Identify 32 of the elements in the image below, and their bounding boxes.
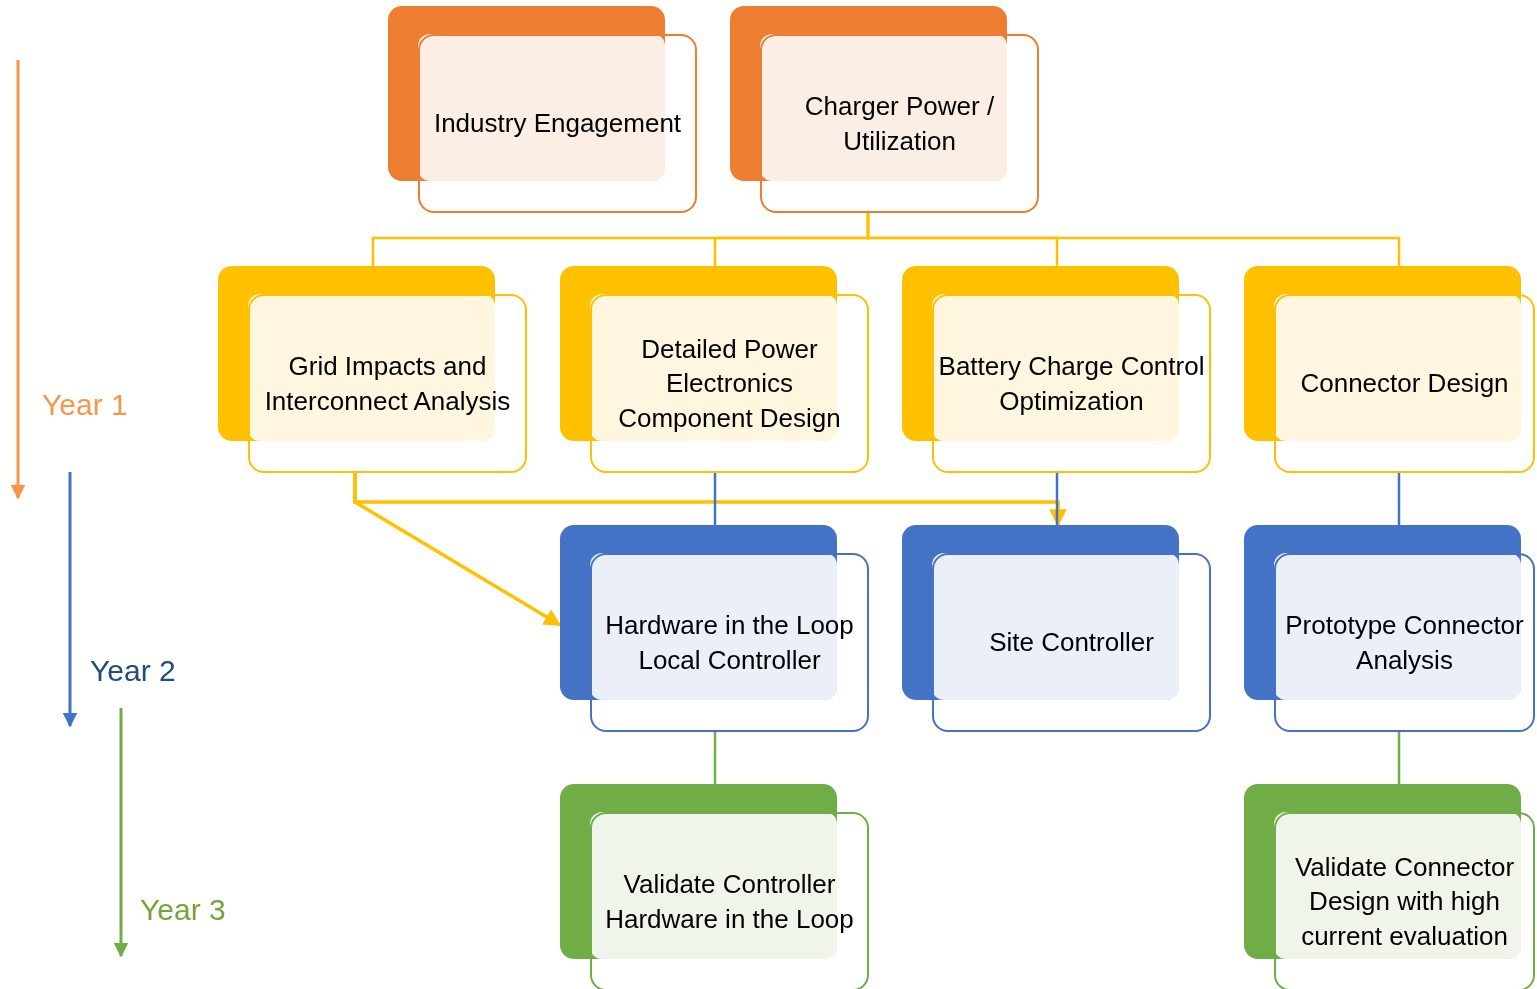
process-card — [1244, 525, 1535, 730]
connector-line — [713, 471, 717, 525]
node-text: Validate Controller Hardware in the Loop — [604, 868, 855, 936]
process-card — [218, 266, 527, 471]
node-text: Charger Power / Utilization — [803, 90, 996, 158]
process-card — [560, 525, 869, 730]
process-card — [1244, 266, 1535, 471]
node-text: Site Controller — [988, 626, 1155, 660]
node-text: Connector Design — [1299, 367, 1510, 401]
year-label: Year 3 — [140, 893, 226, 927]
node-text: Battery Charge Control Optimization — [937, 350, 1206, 418]
connector-line — [866, 211, 1401, 266]
connector-line — [1397, 471, 1401, 525]
process-card — [560, 266, 869, 471]
process-card — [902, 525, 1211, 730]
connector-line — [713, 730, 717, 784]
process-card — [1244, 784, 1535, 989]
process-card — [388, 6, 697, 211]
node-text: Validate Connector Design with high current evaluation — [1293, 851, 1516, 953]
node-text: Detailed Power Electronics Component Design — [617, 333, 842, 435]
connector-line — [1397, 730, 1401, 784]
process-card — [560, 784, 869, 989]
node-text: Industry Engagement — [432, 107, 683, 141]
node-text: Grid Impacts and Interconnect Analysis — [263, 350, 512, 418]
connector-line — [1055, 471, 1059, 525]
process-card — [902, 266, 1211, 471]
process-card — [730, 6, 1039, 211]
node-text: Prototype Connector Analysis — [1284, 609, 1525, 677]
arrow — [353, 471, 1067, 527]
node-text: Hardware in the Loop Local Controller — [604, 609, 855, 677]
year-label: Year 2 — [90, 654, 176, 688]
year-label: Year 1 — [42, 388, 128, 422]
